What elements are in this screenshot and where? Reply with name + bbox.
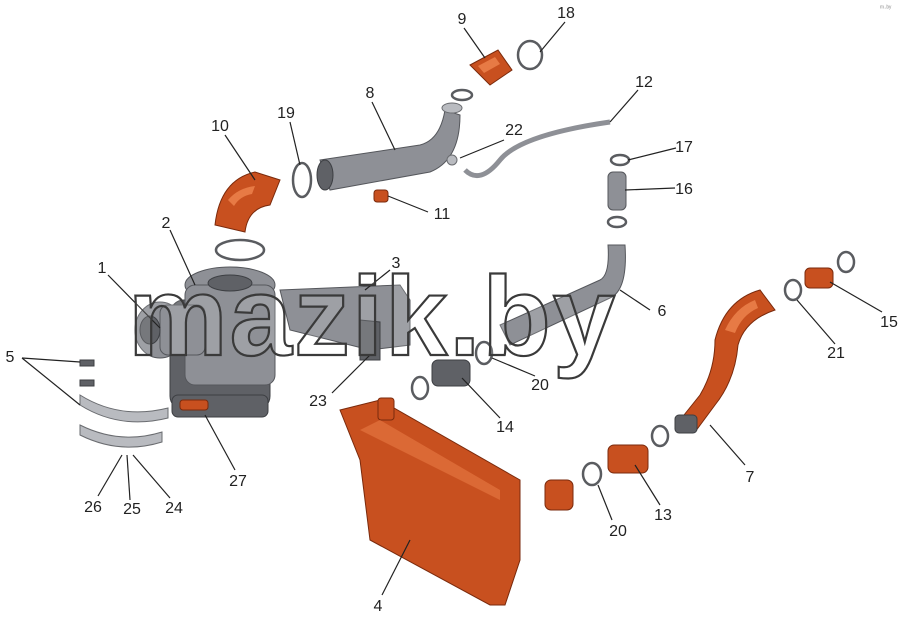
callout-1: 1 bbox=[98, 260, 107, 277]
fitting-22 bbox=[446, 154, 458, 166]
callout-6: 6 bbox=[658, 303, 667, 320]
sleeve-16 bbox=[607, 171, 627, 211]
orange-sleeve-13 bbox=[607, 444, 649, 474]
callout-15: 15 bbox=[880, 314, 898, 331]
callout-19: 19 bbox=[277, 105, 295, 122]
callout-18: 18 bbox=[557, 5, 575, 22]
callout-21: 21 bbox=[827, 345, 845, 362]
callout-17: 17 bbox=[675, 139, 693, 156]
callout-9: 9 bbox=[458, 11, 467, 28]
callout-3: 3 bbox=[392, 255, 401, 272]
ring-right-13 bbox=[650, 424, 670, 448]
ring-below-16 bbox=[606, 215, 628, 229]
sleeve-14 bbox=[431, 359, 471, 387]
nut-11 bbox=[373, 189, 389, 203]
orange-sleeve-15 bbox=[804, 267, 834, 289]
callout-24: 24 bbox=[165, 500, 183, 517]
ring-left-14 bbox=[410, 375, 430, 401]
callout-16: 16 bbox=[675, 181, 693, 198]
orange-coupler-9 bbox=[469, 49, 513, 86]
ring-20-top bbox=[474, 340, 494, 366]
intercooler-4 bbox=[339, 397, 574, 606]
callout-11: 11 bbox=[434, 206, 451, 223]
ring-under-elbow bbox=[214, 238, 266, 262]
ring-21 bbox=[783, 278, 803, 302]
callout-12: 12 bbox=[635, 74, 653, 91]
callout-22: 22 bbox=[505, 122, 523, 139]
watermark-text: mazik.by bbox=[128, 254, 617, 379]
breather-pipe-12 bbox=[463, 119, 611, 179]
ring-below-9 bbox=[450, 88, 474, 102]
callout-13: 13 bbox=[654, 507, 672, 524]
ring-17 bbox=[609, 153, 631, 167]
callout-26: 26 bbox=[84, 499, 102, 516]
ring-20-bottom bbox=[581, 461, 603, 487]
orange-elbow-hose bbox=[214, 171, 281, 233]
clamp-bands bbox=[79, 359, 169, 448]
ring-19 bbox=[291, 161, 313, 199]
callout-10: 10 bbox=[211, 118, 229, 135]
ring-18 bbox=[516, 39, 544, 71]
callout-5: 5 bbox=[6, 349, 15, 366]
leader-lines bbox=[21, 21, 883, 596]
orange-hose-7 bbox=[674, 289, 776, 434]
filter-bracket bbox=[279, 284, 411, 361]
callout-25: 25 bbox=[123, 501, 141, 518]
air-duct-pipe bbox=[316, 102, 463, 191]
callout-23: 23 bbox=[309, 393, 327, 410]
callout-4: 4 bbox=[374, 598, 383, 615]
callout-14: 14 bbox=[496, 419, 514, 436]
ring-right-15 bbox=[836, 250, 856, 274]
callout-20-top: 20 bbox=[531, 377, 549, 394]
callout-27: 27 bbox=[229, 473, 247, 490]
corner-mark: ᵐ·ᵇʸ bbox=[880, 5, 892, 12]
callout-2: 2 bbox=[162, 215, 171, 232]
pipe-6 bbox=[499, 244, 626, 346]
callout-8: 8 bbox=[366, 85, 375, 102]
callout-20-bottom: 20 bbox=[609, 523, 627, 540]
callout-7: 7 bbox=[746, 469, 755, 486]
callout-numbers: 1 2 3 4 5 6 7 8 9 10 11 12 13 14 15 16 1… bbox=[6, 5, 898, 615]
